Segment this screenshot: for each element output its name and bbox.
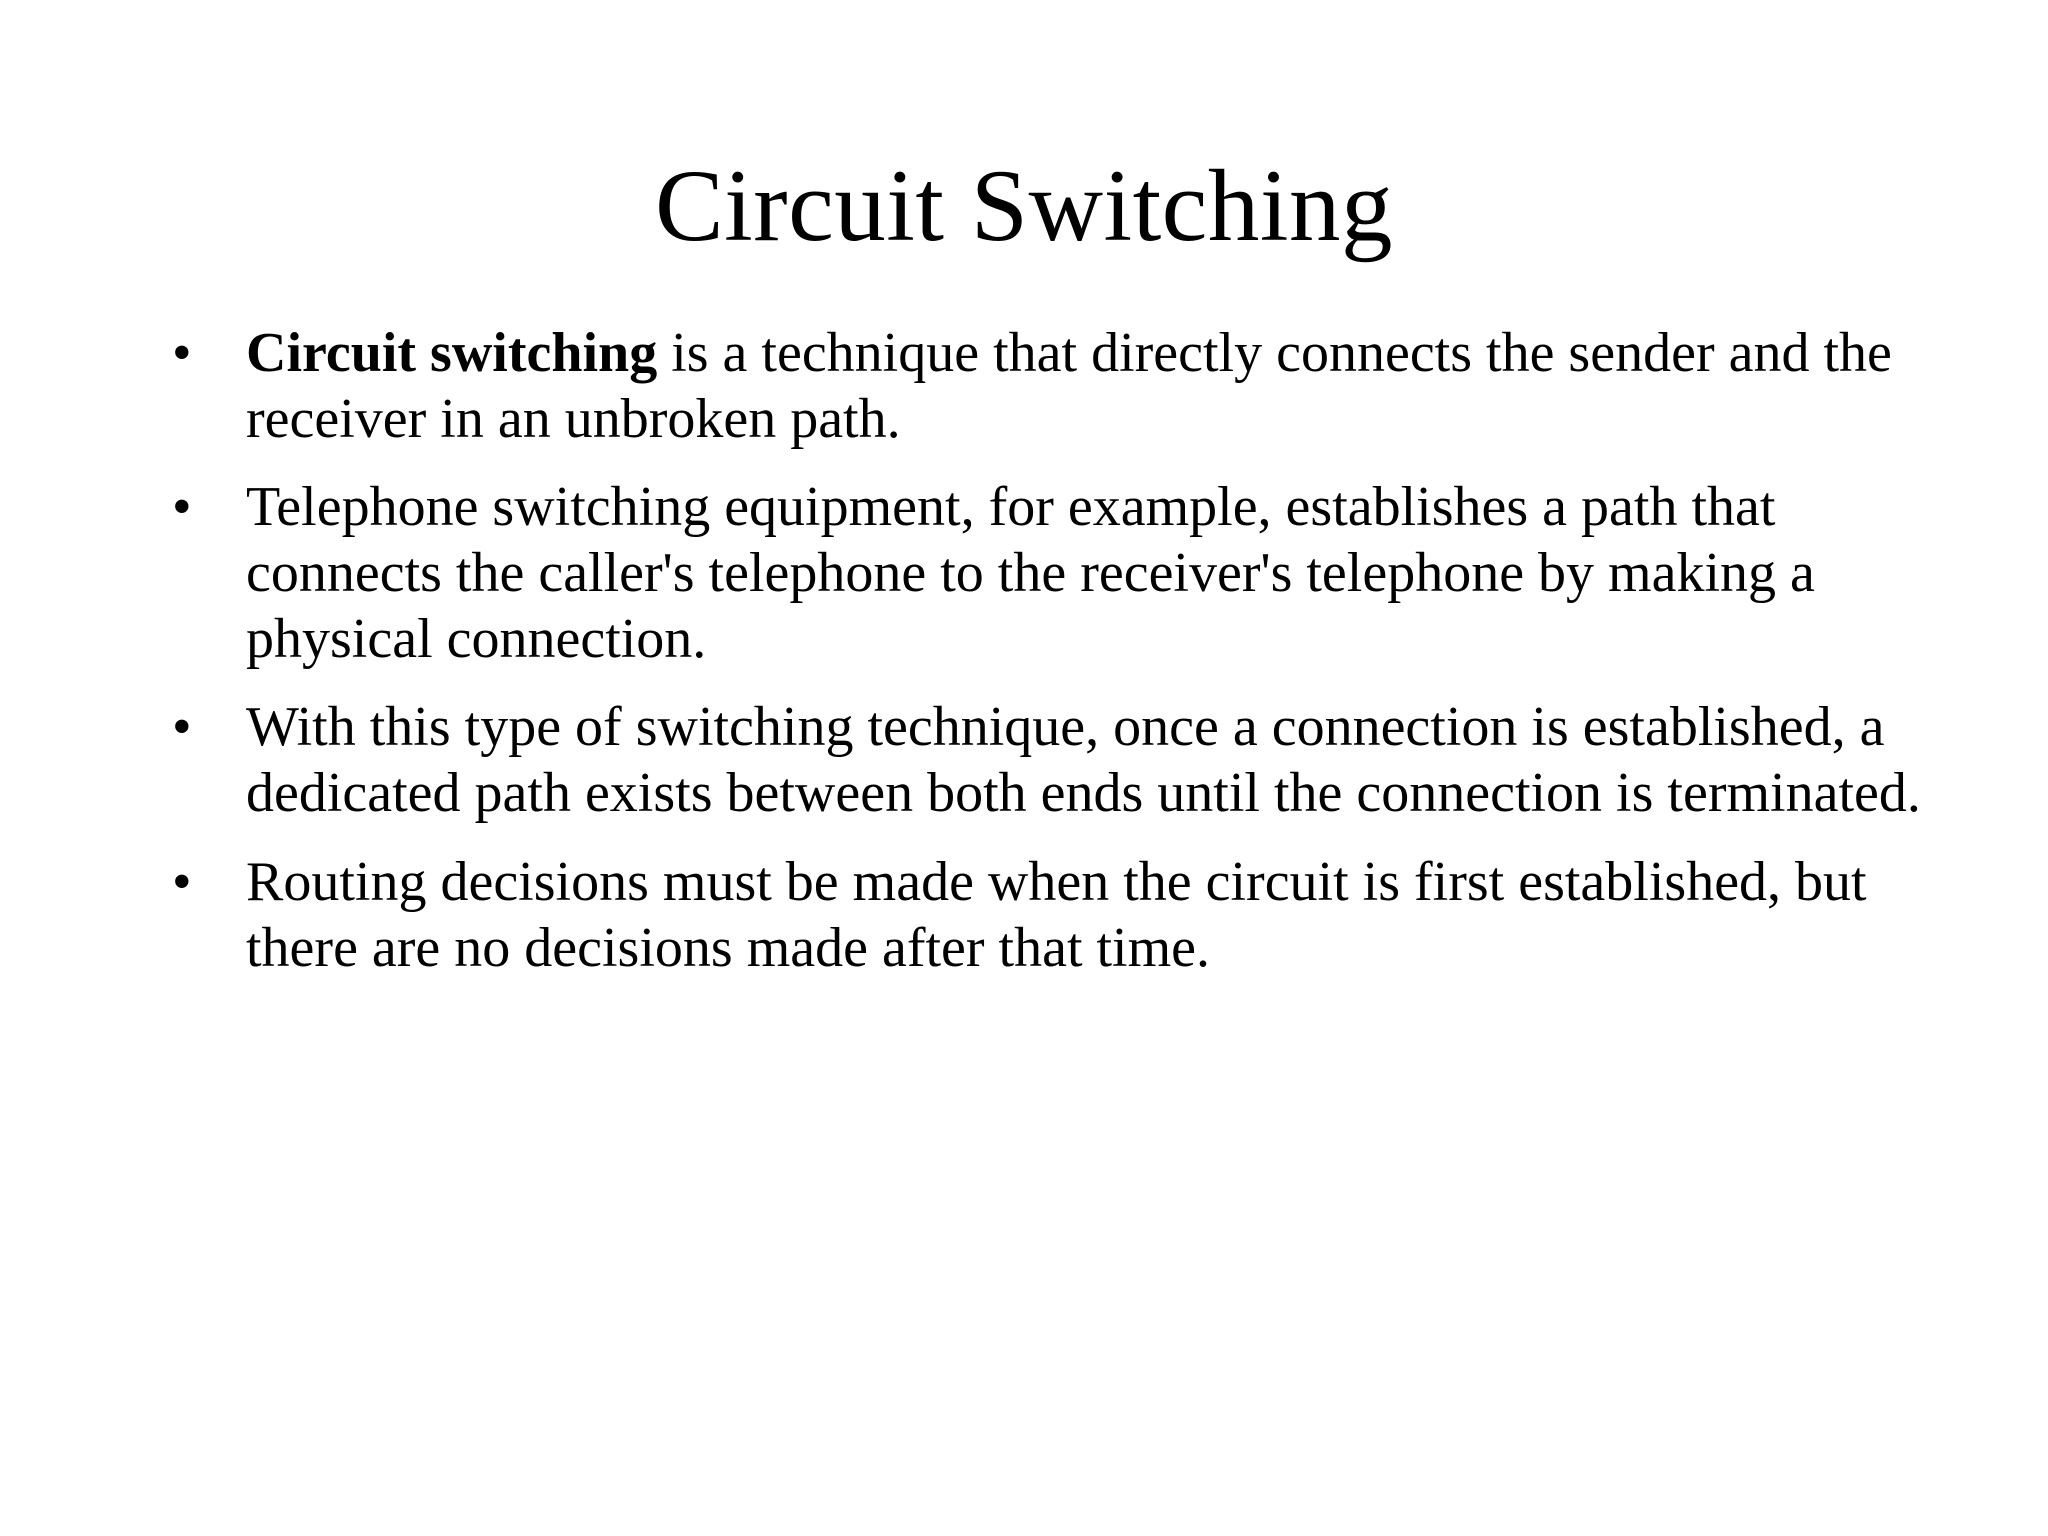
list-item-text: With this type of switching technique, o… — [246, 696, 1921, 825]
list-item: • Routing decisions must be made when th… — [168, 849, 1928, 981]
list-item-remainder: is a technique that directly connects th… — [246, 322, 1892, 451]
bullet-marker-icon: • — [172, 322, 192, 384]
page-title: Circuit Switching — [654, 149, 1394, 263]
list-item-text: Circuit switching is a technique that di… — [246, 320, 1928, 452]
list-item-text: Telephone switching equipment, for examp… — [246, 476, 1815, 671]
bullet-marker-icon: • — [172, 850, 192, 913]
list-item: • With this type of switching technique,… — [168, 694, 1928, 826]
bullet-marker-icon: • — [172, 696, 192, 759]
list-item: • Telephone switching equipment, for exa… — [168, 474, 1928, 672]
list-item-text: Routing decisions must be made when the … — [246, 850, 1867, 979]
emphasized-term: Circuit switching — [246, 322, 658, 384]
list-item: • Circuit switching is a technique that … — [168, 320, 1928, 452]
bullet-marker-icon: • — [172, 476, 192, 539]
bullet-list: • Circuit switching is a technique that … — [168, 320, 1928, 981]
